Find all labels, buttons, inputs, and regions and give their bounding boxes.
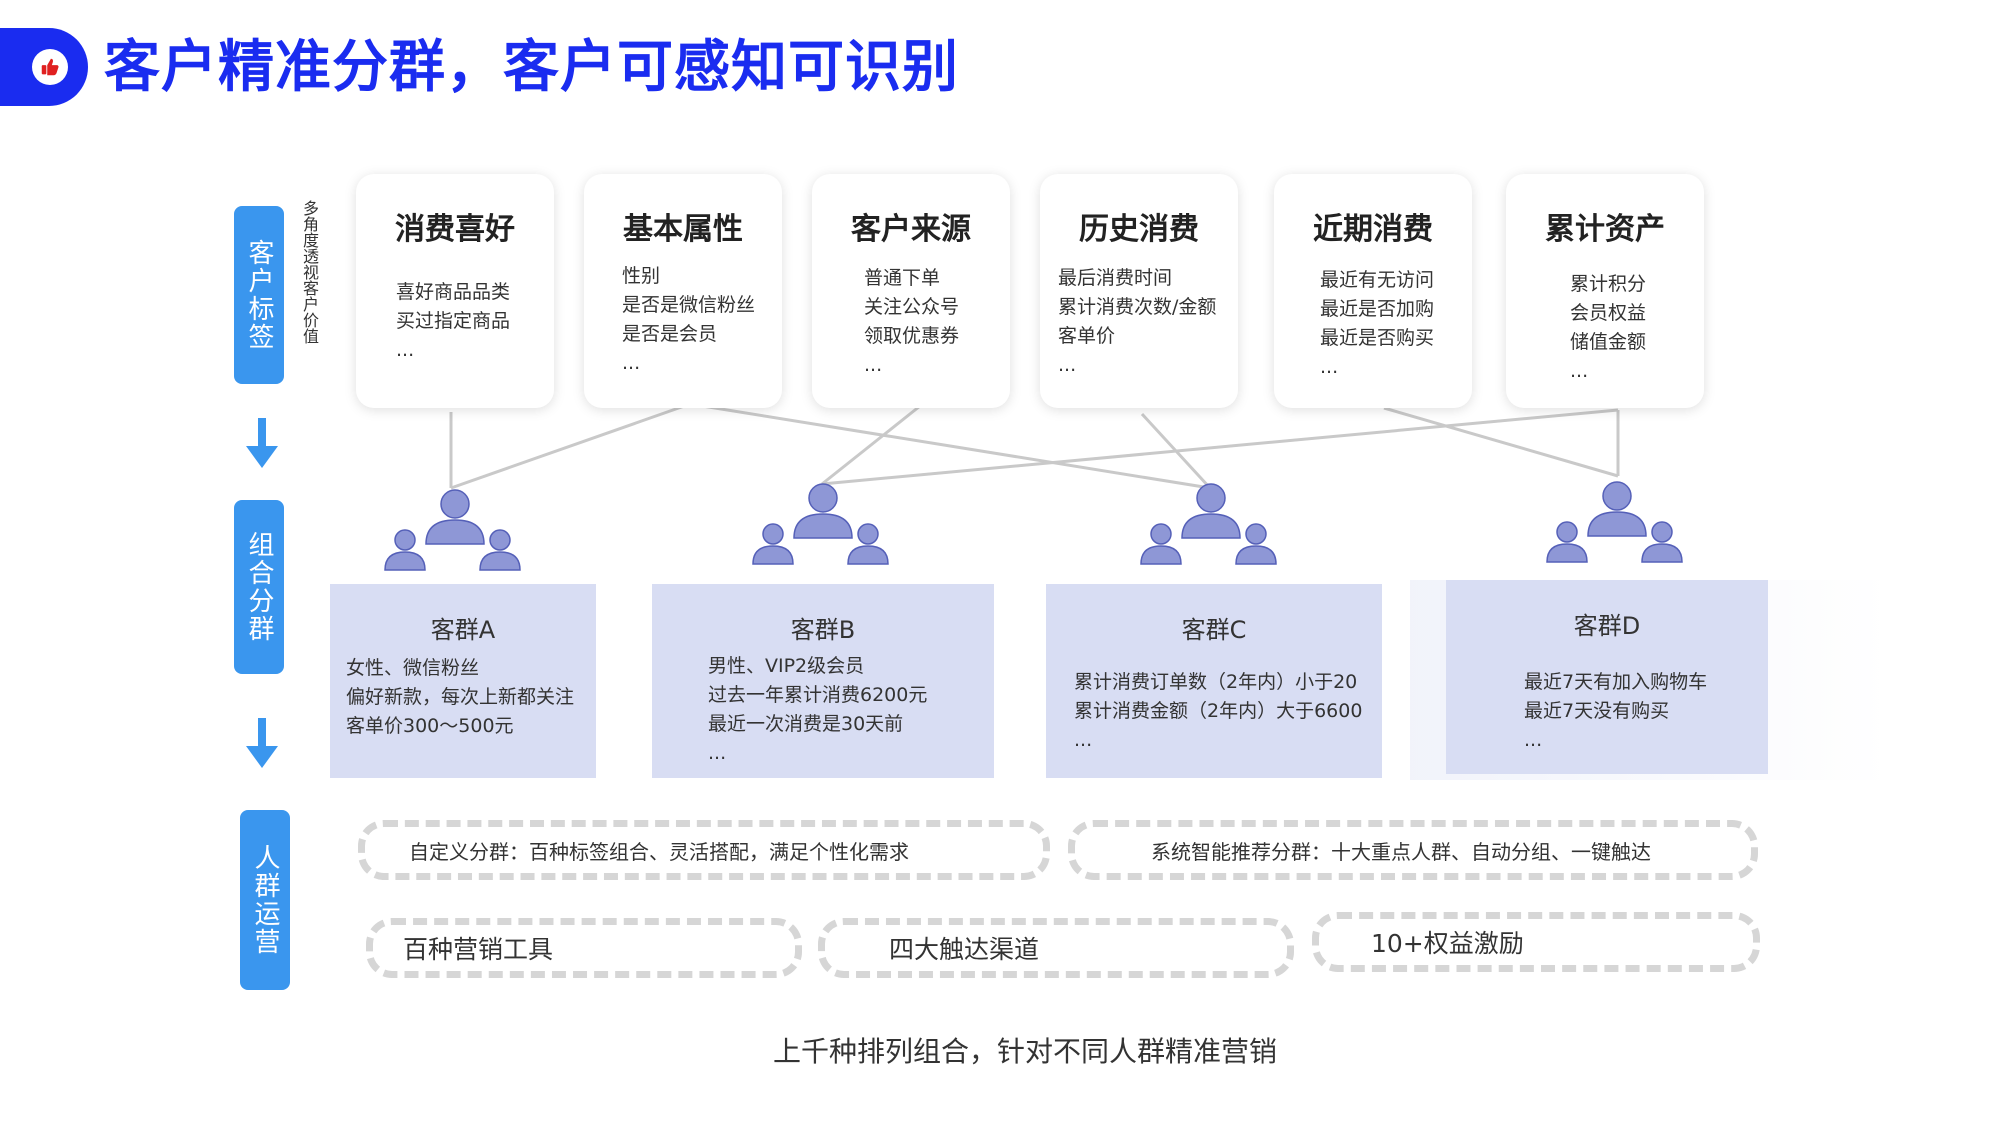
user-group-icon xyxy=(752,483,889,565)
tag-item: ... xyxy=(1320,356,1339,378)
tag-card-title: 消费喜好 xyxy=(395,212,515,247)
tag-card-consumption-preference: 消费喜好 喜好商品品类 买过指定商品 ... xyxy=(356,174,554,408)
tag-card-title: 历史消费 xyxy=(1079,212,1199,247)
tag-item: ... xyxy=(1570,360,1589,382)
tag-card-title: 累计资产 xyxy=(1545,212,1665,247)
pill-smart-segment: 系统智能推荐分群：十大重点人群、自动分组、一键触达 xyxy=(1068,820,1758,880)
group-item: 最近一次消费是30天前 xyxy=(708,713,904,735)
tag-item: 会员权益 xyxy=(1570,302,1647,324)
pill-custom-segment: 自定义分群：百种标签组合、灵活搭配，满足个性化需求 xyxy=(358,820,1050,880)
footer-caption: 上千种排列组合，针对不同人群精准营销 xyxy=(772,1035,1277,1068)
user-group-icon xyxy=(1140,483,1277,565)
tag-item: 最近是否购买 xyxy=(1320,327,1435,349)
group-item: 最近7天没有购买 xyxy=(1524,700,1670,722)
tag-card-accumulated-assets: 累计资产 累计积分 会员权益 储值金额 ... xyxy=(1506,174,1704,408)
group-item: ... xyxy=(1074,729,1093,751)
tag-card-title: 近期消费 xyxy=(1313,212,1433,247)
tag-item: 累计积分 xyxy=(1570,273,1647,295)
pill-text: 自定义分群：百种标签组合、灵活搭配，满足个性化需求 xyxy=(409,839,909,864)
tag-card-recent-consumption: 近期消费 最近有无访问 最近是否加购 最近是否购买 ... xyxy=(1274,174,1472,408)
group-item: 客单价300～500元 xyxy=(346,715,514,737)
tag-item: 最近是否加购 xyxy=(1320,298,1435,320)
tag-item: 最后消费时间 xyxy=(1058,267,1173,289)
thumbs-up-icon xyxy=(32,49,68,85)
user-group-icon xyxy=(1546,481,1683,563)
side-sub-label: 多角度透视客户价值 xyxy=(300,200,319,344)
pill-text: 10+权益激励 xyxy=(1371,929,1524,958)
tag-item: 是否是微信粉丝 xyxy=(622,294,756,316)
arrow-down-icon xyxy=(246,418,278,468)
group-box-b: 客群B 男性、VIP2级会员 过去一年累计消费6200元 最近一次消费是30天前… xyxy=(652,584,994,778)
group-item: 累计消费金额（2年内）大于6600 xyxy=(1074,700,1363,722)
group-item: ... xyxy=(1524,729,1543,751)
group-box-d: 客群D 最近7天有加入购物车 最近7天没有购买 ... xyxy=(1446,580,1768,774)
tag-card-customer-source: 客户来源 普通下单 关注公众号 领取优惠券 ... xyxy=(812,174,1010,408)
tag-item: 喜好商品品类 xyxy=(396,281,511,303)
group-item: 累计消费订单数（2年内）小于20 xyxy=(1074,671,1358,693)
tag-item: 最近有无访问 xyxy=(1320,269,1435,291)
tag-item: 关注公众号 xyxy=(864,296,960,318)
group-item: 女性、微信粉丝 xyxy=(346,657,480,679)
tag-card-title: 客户来源 xyxy=(851,212,971,247)
tag-card-history-consumption: 历史消费 最后消费时间 累计消费次数/金额 客单价 ... xyxy=(1040,174,1238,408)
tag-card-title: 基本属性 xyxy=(623,212,743,247)
group-box-c: 客群C 累计消费订单数（2年内）小于20 累计消费金额（2年内）大于6600 .… xyxy=(1046,584,1382,778)
group-item: 偏好新款，每次上新都关注 xyxy=(346,686,575,708)
side-label-customer-tags: 客户标签 xyxy=(234,206,284,384)
tag-item: ... xyxy=(622,352,641,374)
tag-item: 领取优惠券 xyxy=(864,325,960,347)
arrow-down-icon xyxy=(246,718,278,768)
pill-text: 四大触达渠道 xyxy=(889,935,1040,964)
tag-item: ... xyxy=(396,339,415,361)
tag-item: 累计消费次数/金额 xyxy=(1058,296,1217,318)
tag-item: 储值金额 xyxy=(1570,331,1647,353)
group-item: 过去一年累计消费6200元 xyxy=(708,684,928,706)
tag-item: 普通下单 xyxy=(864,267,941,289)
group-title: 客群C xyxy=(1181,616,1247,644)
page-title: 客户精准分群，客户可感知可识别 xyxy=(104,35,959,100)
user-group-icon xyxy=(384,489,521,571)
group-box-a: 客群A 女性、微信粉丝 偏好新款，每次上新都关注 客单价300～500元 xyxy=(330,584,596,778)
tag-item: 客单价 xyxy=(1058,325,1116,347)
tag-item: 是否是会员 xyxy=(622,323,718,345)
group-title: 客群D xyxy=(1573,612,1641,640)
group-title: 客群A xyxy=(430,616,496,644)
tag-item: 性别 xyxy=(622,265,661,287)
tag-card-basic-attributes: 基本属性 性别 是否是微信粉丝 是否是会员 ... xyxy=(584,174,782,408)
tag-item: 买过指定商品 xyxy=(396,310,511,332)
group-item: ... xyxy=(708,742,727,764)
pill-marketing-tools: 百种营销工具 xyxy=(366,918,802,978)
side-label-crowd-ops: 人群运营 xyxy=(240,810,290,990)
group-title: 客群B xyxy=(790,616,856,644)
pill-benefits: 10+权益激励 xyxy=(1312,912,1760,972)
tag-item: ... xyxy=(864,354,883,376)
pill-text: 系统智能推荐分群：十大重点人群、自动分组、一键触达 xyxy=(1151,839,1651,864)
pill-text: 百种营销工具 xyxy=(403,935,554,964)
side-label-group-segment: 组合分群 xyxy=(234,500,284,674)
pill-touch-channels: 四大触达渠道 xyxy=(818,918,1294,978)
group-item: 男性、VIP2级会员 xyxy=(708,655,865,677)
group-item: 最近7天有加入购物车 xyxy=(1524,671,1708,693)
tag-item: ... xyxy=(1058,354,1077,376)
